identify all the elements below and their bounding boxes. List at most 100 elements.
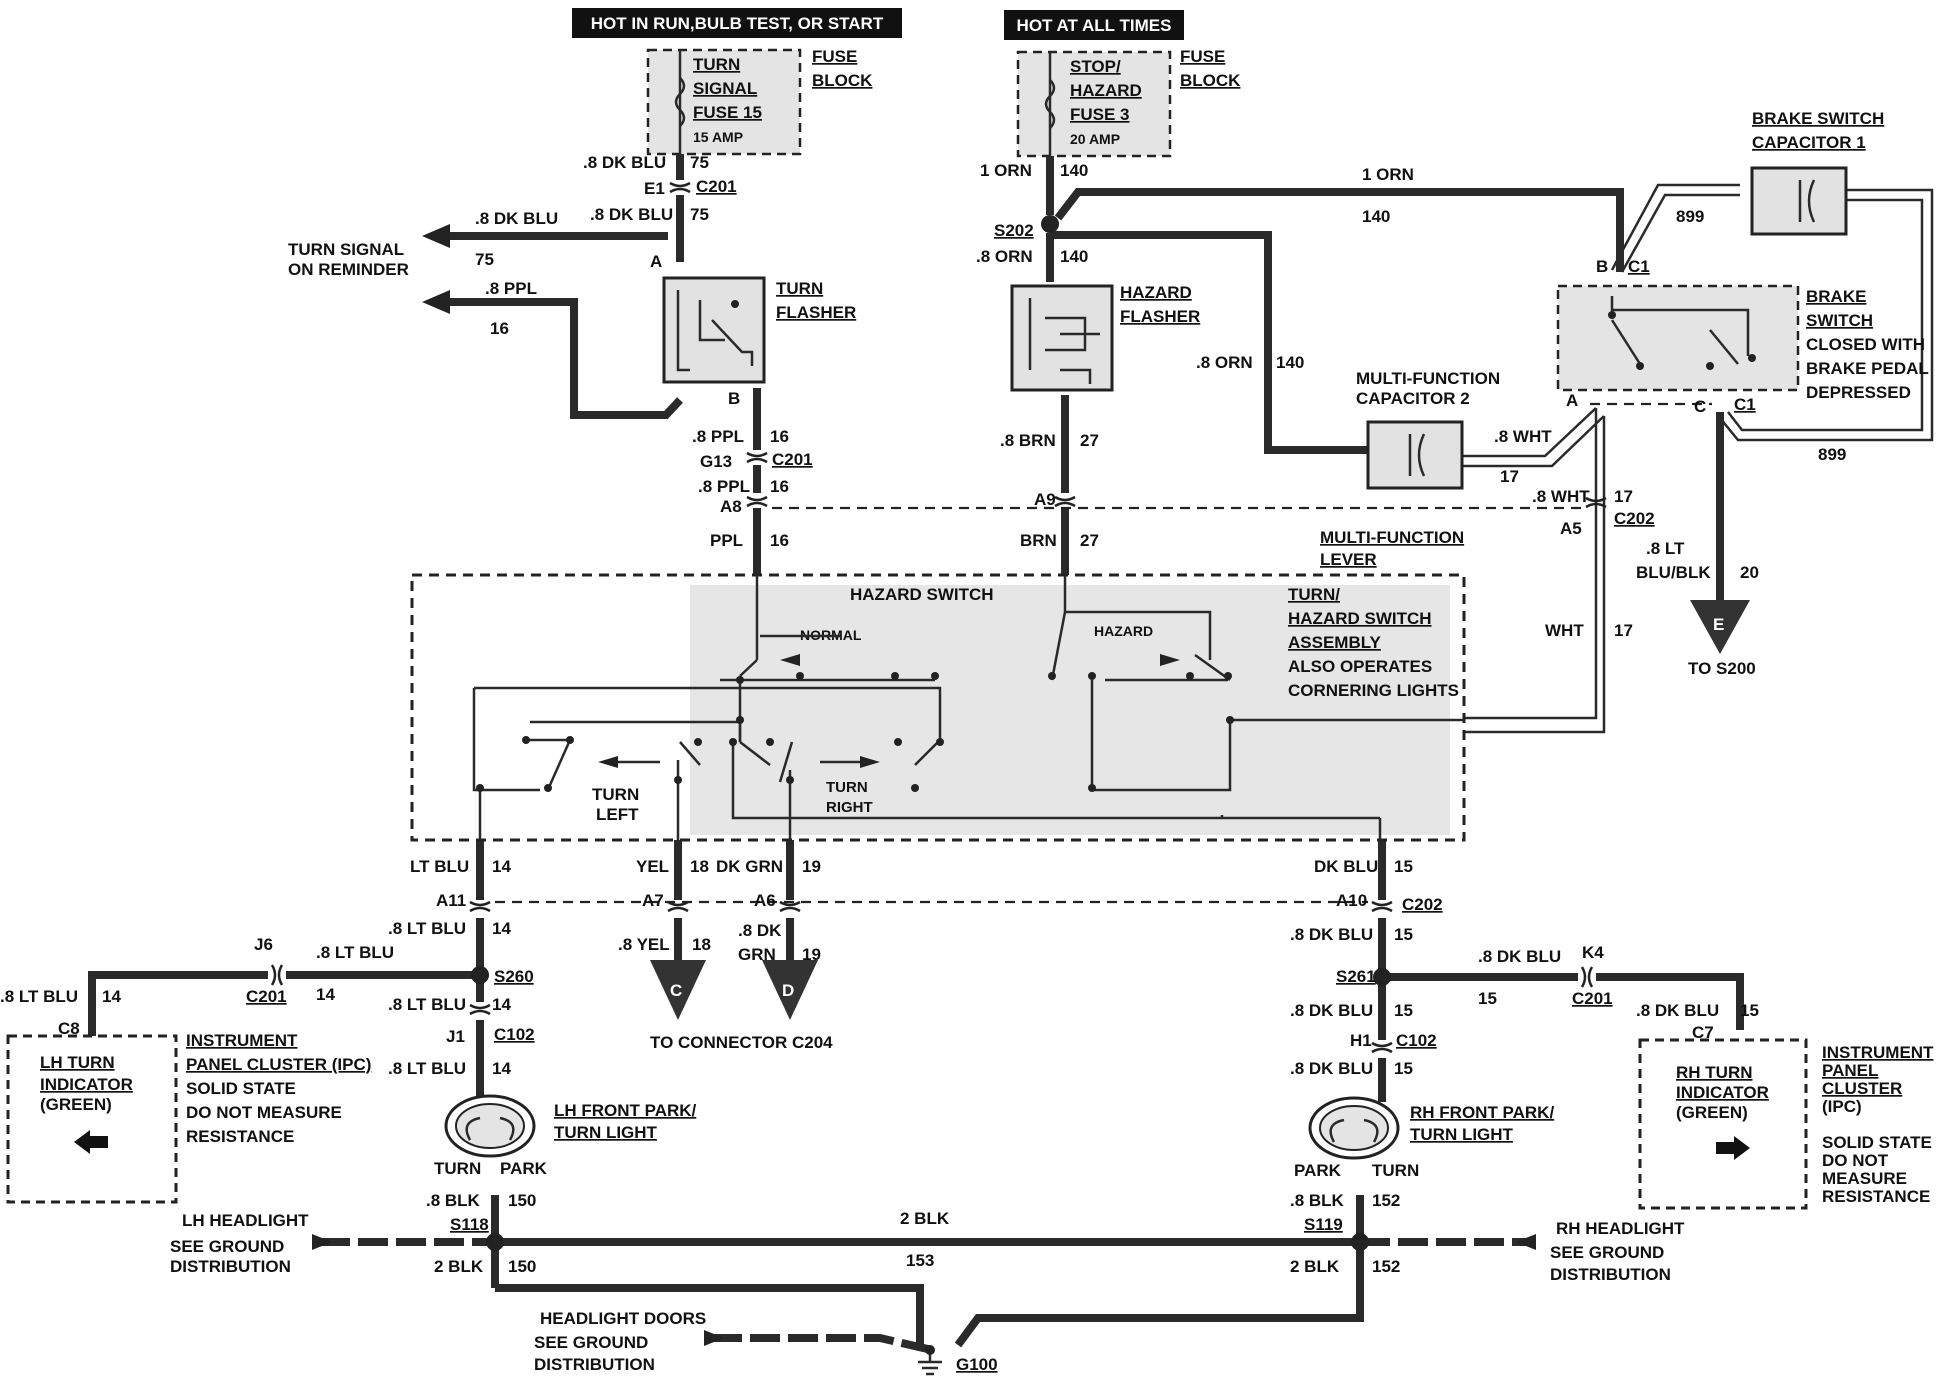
svg-text:RH TURN: RH TURN bbox=[1676, 1063, 1753, 1082]
svg-text:DISTRIBUTION: DISTRIBUTION bbox=[170, 1257, 291, 1276]
svg-text:.8 PPL: .8 PPL bbox=[698, 477, 750, 496]
svg-text:TURN: TURN bbox=[434, 1159, 481, 1178]
svg-text:C1: C1 bbox=[1734, 395, 1756, 414]
ground-icon bbox=[918, 1345, 942, 1376]
svg-text:C202: C202 bbox=[1614, 509, 1655, 528]
svg-text:PPL: PPL bbox=[710, 531, 743, 550]
svg-text:C201: C201 bbox=[772, 450, 813, 469]
brake-switch-capacitor: BRAKE SWITCH CAPACITOR 1 899 899 bbox=[1676, 109, 1884, 464]
svg-text:C1: C1 bbox=[1628, 257, 1650, 276]
svg-text:YEL: YEL bbox=[636, 857, 669, 876]
svg-text:LH HEADLIGHT: LH HEADLIGHT bbox=[182, 1211, 309, 1230]
svg-text:16: 16 bbox=[770, 477, 789, 496]
svg-text:DEPRESSED: DEPRESSED bbox=[1806, 383, 1911, 402]
svg-text:15: 15 bbox=[1394, 925, 1413, 944]
svg-text:.8 LT: .8 LT bbox=[1646, 539, 1685, 558]
svg-text:D: D bbox=[782, 981, 794, 1000]
svg-text:G100: G100 bbox=[956, 1355, 998, 1374]
svg-text:LEVER: LEVER bbox=[1320, 550, 1377, 569]
turn-flasher: TURN FLASHER A B bbox=[650, 252, 856, 408]
svg-text:FUSE 3: FUSE 3 bbox=[1070, 105, 1130, 124]
svg-text:C7: C7 bbox=[1692, 1023, 1714, 1042]
svg-text:152: 152 bbox=[1372, 1191, 1400, 1210]
svg-text:SEE GROUND: SEE GROUND bbox=[534, 1333, 648, 1352]
svg-text:FLASHER: FLASHER bbox=[776, 303, 856, 322]
svg-text:18: 18 bbox=[692, 935, 711, 954]
svg-text:.8 DK BLU: .8 DK BLU bbox=[1290, 925, 1373, 944]
svg-text:27: 27 bbox=[1080, 531, 1099, 550]
svg-text:DISTRIBUTION: DISTRIBUTION bbox=[534, 1355, 655, 1374]
svg-text:150: 150 bbox=[508, 1257, 536, 1276]
svg-text:20: 20 bbox=[1740, 563, 1759, 582]
svg-text:HAZARD SWITCH: HAZARD SWITCH bbox=[850, 585, 994, 604]
svg-text:G13: G13 bbox=[700, 452, 732, 471]
svg-text:899: 899 bbox=[1818, 445, 1846, 464]
svg-text:BLU/BLK: BLU/BLK bbox=[1636, 563, 1711, 582]
svg-text:17: 17 bbox=[1500, 467, 1519, 486]
svg-text:TURN LIGHT: TURN LIGHT bbox=[554, 1123, 658, 1142]
svg-text:150: 150 bbox=[508, 1191, 536, 1210]
svg-text:MEASURE: MEASURE bbox=[1822, 1169, 1907, 1188]
svg-text:.8 LT BLU: .8 LT BLU bbox=[388, 995, 466, 1014]
svg-text:BLOCK: BLOCK bbox=[1180, 71, 1241, 90]
svg-text:CORNERING LIGHTS: CORNERING LIGHTS bbox=[1288, 681, 1459, 700]
svg-text:14: 14 bbox=[492, 857, 511, 876]
svg-text:RH FRONT PARK/: RH FRONT PARK/ bbox=[1410, 1103, 1554, 1122]
svg-text:14: 14 bbox=[492, 1059, 511, 1078]
svg-text:LEFT: LEFT bbox=[596, 805, 639, 824]
svg-text:16: 16 bbox=[490, 319, 509, 338]
svg-text:HAZARD: HAZARD bbox=[1094, 623, 1153, 639]
svg-text:14: 14 bbox=[316, 985, 335, 1004]
svg-text:16: 16 bbox=[770, 531, 789, 550]
svg-text:.8 ORN: .8 ORN bbox=[1196, 353, 1253, 372]
svg-text:SOLID STATE: SOLID STATE bbox=[186, 1079, 296, 1098]
svg-text:152: 152 bbox=[1372, 1257, 1400, 1276]
svg-text:INSTRUMENT: INSTRUMENT bbox=[1822, 1043, 1934, 1062]
svg-text:C: C bbox=[1694, 397, 1706, 416]
svg-text:INSTRUMENT: INSTRUMENT bbox=[186, 1031, 298, 1050]
svg-text:C201: C201 bbox=[1572, 989, 1613, 1008]
rh-front-park-turn-light: RH FRONT PARK/ TURN LIGHT TURN PARK bbox=[1294, 1096, 1554, 1180]
svg-text:RESISTANCE: RESISTANCE bbox=[186, 1127, 294, 1146]
svg-text:BLOCK: BLOCK bbox=[812, 71, 873, 90]
svg-text:STOP/: STOP/ bbox=[1070, 57, 1121, 76]
svg-text:RH HEADLIGHT: RH HEADLIGHT bbox=[1556, 1219, 1685, 1238]
svg-text:HAZARD: HAZARD bbox=[1120, 283, 1192, 302]
svg-text:K4: K4 bbox=[1582, 943, 1604, 962]
svg-text:(GREEN): (GREEN) bbox=[40, 1095, 112, 1114]
svg-text:TO CONNECTOR C204: TO CONNECTOR C204 bbox=[650, 1033, 833, 1052]
svg-text:S202: S202 bbox=[994, 221, 1034, 240]
svg-text:140: 140 bbox=[1060, 161, 1088, 180]
ground-distribution: .8 BLK 150 S118 2 BLK 150 .8 BLK 152 S11… bbox=[170, 1191, 1685, 1376]
svg-text:J6: J6 bbox=[254, 935, 273, 954]
svg-text:27: 27 bbox=[1080, 431, 1099, 450]
svg-text:.8 BRN: .8 BRN bbox=[1000, 431, 1056, 450]
left-arrow-icon bbox=[74, 1130, 108, 1154]
svg-text:BRN: BRN bbox=[1020, 531, 1057, 550]
svg-text:15: 15 bbox=[1394, 857, 1413, 876]
svg-text:S261: S261 bbox=[1336, 967, 1376, 986]
svg-text:S260: S260 bbox=[494, 967, 534, 986]
svg-text:TURN: TURN bbox=[592, 785, 639, 804]
multifunction-lever: MULTI-FUNCTION LEVER HAZARD SWITCH NORMA… bbox=[410, 528, 1466, 842]
svg-text:C102: C102 bbox=[494, 1025, 535, 1044]
svg-text:A: A bbox=[650, 252, 662, 271]
svg-text:S118: S118 bbox=[450, 1215, 489, 1234]
svg-text:C201: C201 bbox=[696, 177, 737, 196]
svg-text:19: 19 bbox=[802, 945, 821, 964]
svg-text:A7: A7 bbox=[642, 891, 664, 910]
svg-text:.8 LT BLU: .8 LT BLU bbox=[388, 1059, 466, 1078]
svg-text:LH FRONT PARK/: LH FRONT PARK/ bbox=[554, 1101, 697, 1120]
svg-text:.8 PPL: .8 PPL bbox=[692, 427, 744, 446]
svg-text:.8 DK BLU: .8 DK BLU bbox=[1290, 1001, 1373, 1020]
svg-text:(IPC): (IPC) bbox=[1822, 1097, 1862, 1116]
splices bbox=[471, 215, 1391, 1251]
svg-text:DO NOT MEASURE: DO NOT MEASURE bbox=[186, 1103, 342, 1122]
svg-text:LT BLU: LT BLU bbox=[410, 857, 469, 876]
svg-text:BRAKE SWITCH: BRAKE SWITCH bbox=[1752, 109, 1884, 128]
svg-text:CAPACITOR 2: CAPACITOR 2 bbox=[1356, 389, 1470, 408]
brake-switch: B C1 BRAKE SWITCH CLOSED WITH BRAKE PEDA… bbox=[1556, 257, 1929, 416]
wire-labels: .8 DK BLU 75 E1 C201 .8 DK BLU 75 .8 PPL… bbox=[0, 153, 1759, 1078]
svg-text:RESISTANCE: RESISTANCE bbox=[1822, 1187, 1930, 1206]
svg-text:INDICATOR: INDICATOR bbox=[1676, 1083, 1769, 1102]
